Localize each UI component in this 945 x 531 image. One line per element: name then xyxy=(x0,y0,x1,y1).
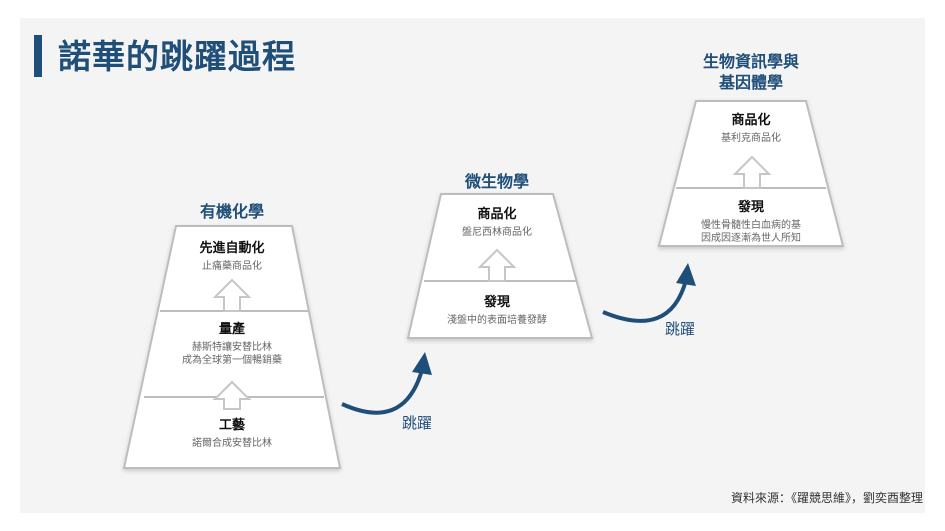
stage-commercialization-3: 商品化 基利克商品化 xyxy=(721,109,781,145)
stage-desc: 盤尼西林商品化 xyxy=(462,227,532,238)
stage-discovery-3: 發現 慢性骨髓性白血病的基 因成因逐漸為世人所知 xyxy=(701,196,801,245)
jump-arrow-head-1 xyxy=(412,352,432,375)
stage-desc: 慢性骨髓性白血病的基 xyxy=(701,220,801,231)
stage-desc: 止痛藥商品化 xyxy=(201,261,262,272)
jump-arrow-curve-1 xyxy=(341,369,424,415)
up-arrow-icon xyxy=(732,155,772,189)
jump-label-1: 跳躍 xyxy=(402,414,433,432)
stage-desc: 淺盤中的表面培養發酵 xyxy=(447,315,547,326)
stage-desc: 因成因逐漸為世人所知 xyxy=(701,233,801,244)
phase-title-line: 基因體學 xyxy=(718,73,784,92)
stage-title: 工藝 xyxy=(218,418,245,433)
source-note: 資料來源：《躍競思維》，劉奕酉整理 xyxy=(730,491,923,505)
stage-advanced-automation: 先進自動化 止痛藥商品化 xyxy=(199,237,264,273)
stage-commercialization-2: 商品化 盤尼西林商品化 xyxy=(462,203,532,239)
phase-title-microbiology: 微生物學 xyxy=(464,172,530,191)
stage-craft: 工藝 諾爾合成安替比林 xyxy=(192,414,272,450)
title-accent-bar xyxy=(34,35,42,77)
phase-title-bioinformatics: 生物資訊學與 基因體學 xyxy=(703,51,799,93)
up-arrow-icon xyxy=(212,278,252,312)
stage-title: 商品化 xyxy=(477,207,517,222)
stage-title: 發現 xyxy=(483,295,510,310)
stage-desc: 成為全球第一個暢銷藥 xyxy=(182,355,282,366)
stage-mass-production: 量產 赫斯特讓安替比林 成為全球第一個暢銷藥 xyxy=(182,318,282,367)
stage-title: 發現 xyxy=(737,200,764,215)
pyramid-organic-chemistry xyxy=(122,225,342,469)
stage-discovery-2: 發現 淺盤中的表面培養發酵 xyxy=(447,291,547,327)
stage-title: 商品化 xyxy=(731,113,771,128)
phase-title-organic-chemistry: 有機化學 xyxy=(199,202,265,221)
stage-desc: 基利克商品化 xyxy=(721,133,781,144)
phase-title-line: 生物資訊學與 xyxy=(702,52,800,71)
up-arrow-icon xyxy=(477,248,517,282)
up-arrow-icon xyxy=(212,380,252,410)
jump-arrow-curve-2 xyxy=(602,279,688,323)
stage-desc: 赫斯特讓安替比林 xyxy=(192,342,272,353)
stage-title: 量產 xyxy=(218,322,245,337)
jump-label-2: 跳躍 xyxy=(665,320,696,338)
jump-arrow-head-2 xyxy=(676,263,696,286)
stage-desc: 諾爾合成安替比林 xyxy=(192,438,272,449)
page-title: 諾華的跳躍過程 xyxy=(58,37,296,76)
stage-title: 先進自動化 xyxy=(199,241,265,256)
